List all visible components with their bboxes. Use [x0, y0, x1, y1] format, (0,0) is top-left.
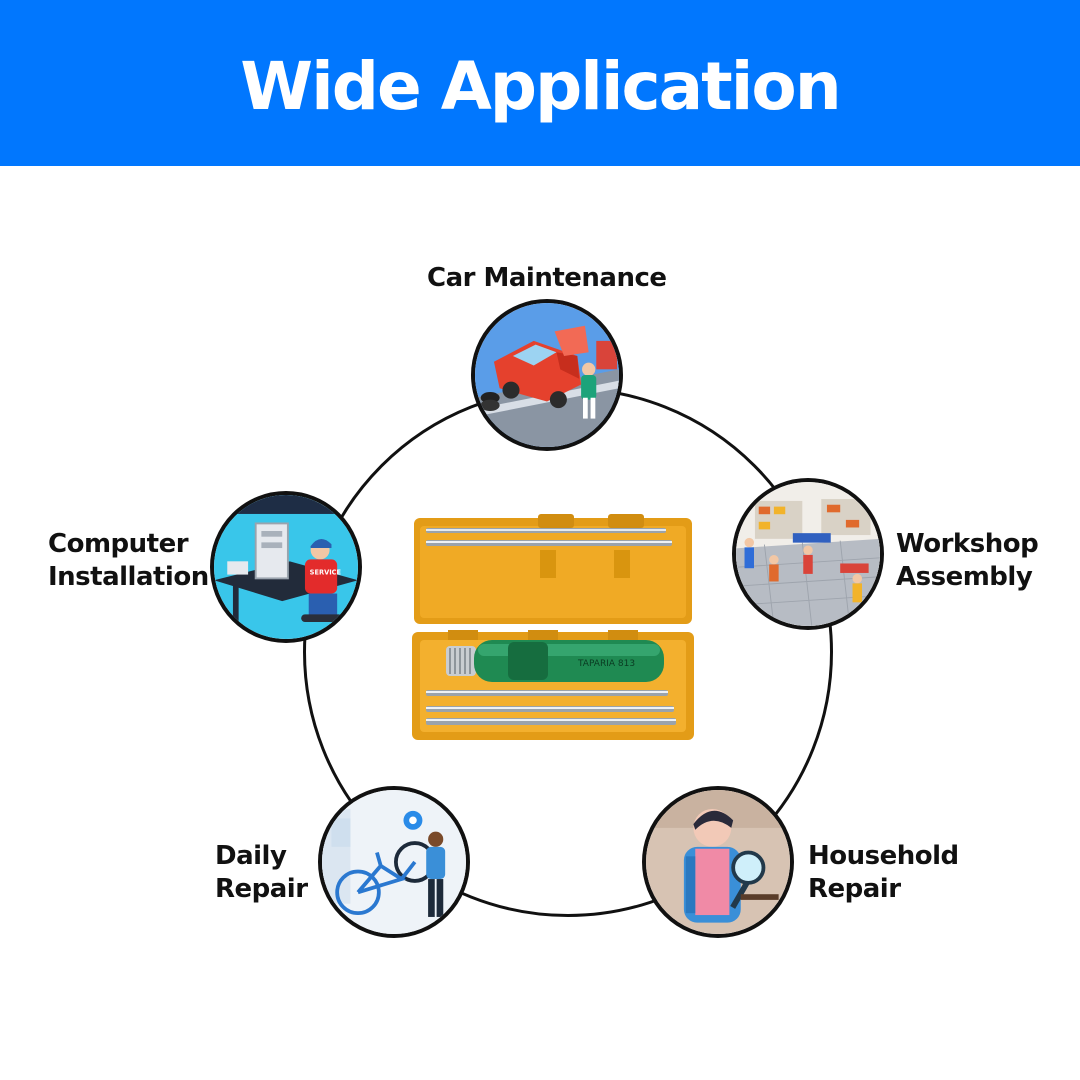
screwdriver-set-image: TAPARIA 813 [408, 514, 698, 742]
label-workshop-assembly: Workshop Assembly [896, 529, 1039, 592]
shirt-service-text: SERVICE [310, 569, 342, 577]
label-daily-repair: Daily Repair [215, 841, 308, 904]
label-household-repair: Household Repair [808, 841, 959, 904]
workshop-assembly-icon [732, 478, 884, 630]
label-computer-installation: Computer Installation [48, 529, 209, 592]
header-banner: Wide Application [0, 0, 1080, 166]
household-repair-icon [642, 786, 794, 938]
computer-installation-icon: SERVICE [210, 491, 362, 643]
car-maintenance-icon [471, 299, 623, 451]
svg-text:TAPARIA 813: TAPARIA 813 [577, 659, 635, 669]
page-title: Wide Application [240, 47, 841, 125]
label-car-maintenance: Car Maintenance [427, 263, 667, 293]
daily-repair-icon [318, 786, 470, 938]
